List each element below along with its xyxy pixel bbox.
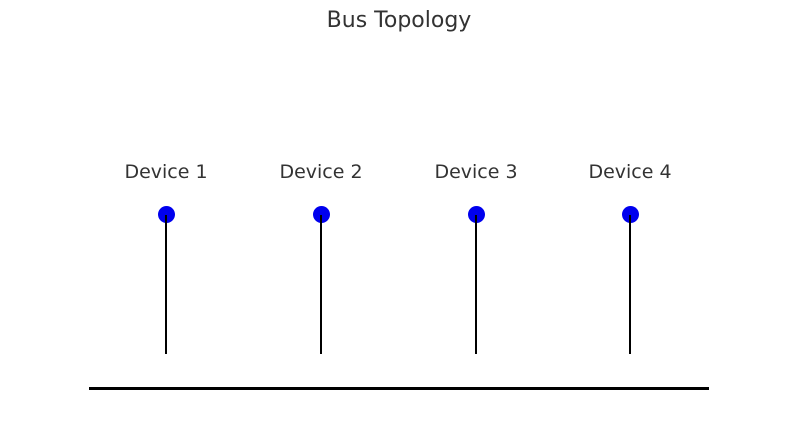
device-label: Device 4	[588, 161, 672, 183]
device-label: Device 3	[434, 161, 518, 183]
device-node-dot	[157, 206, 175, 223]
device-drop-line	[165, 215, 167, 354]
device-node-dot	[312, 206, 330, 223]
device-drop-line	[475, 215, 477, 354]
device-node-dot	[467, 206, 485, 223]
device-node-dot	[621, 206, 639, 223]
device-drop-line	[320, 215, 322, 354]
device-drop-line	[629, 215, 631, 354]
device-label: Device 1	[124, 161, 208, 183]
diagram-title: Bus Topology	[326, 8, 472, 33]
bus-line	[89, 387, 709, 390]
device-label: Device 2	[279, 161, 363, 183]
